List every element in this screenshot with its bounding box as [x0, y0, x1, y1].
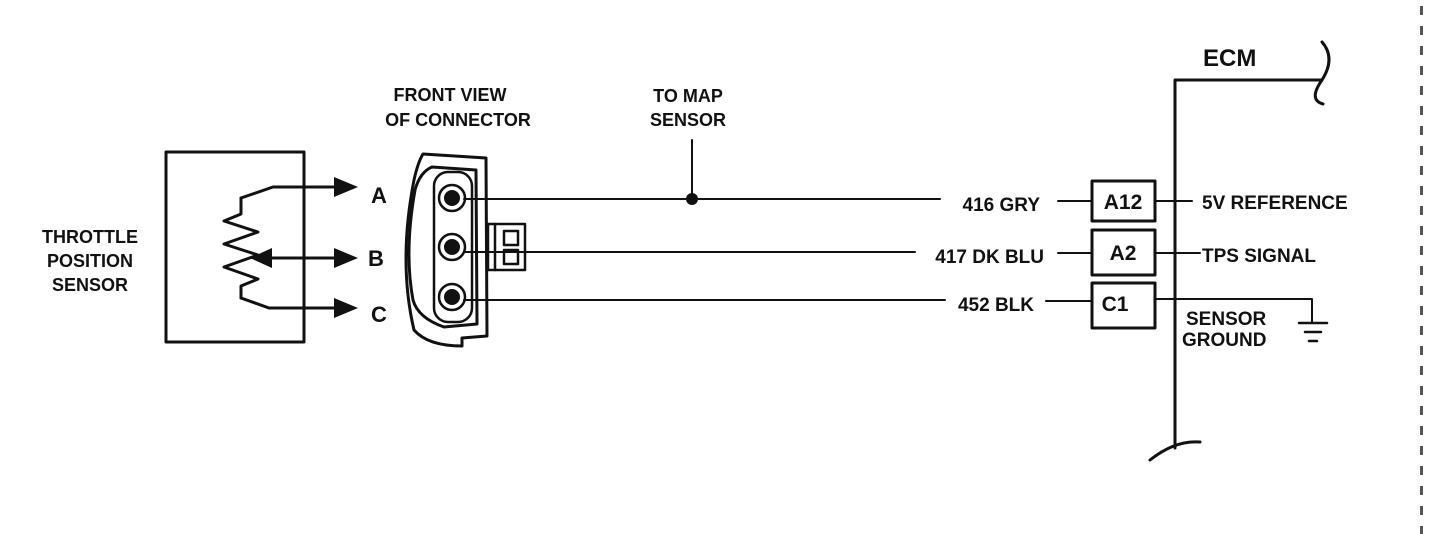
scan-edge-marks	[1420, 6, 1423, 534]
map-sensor-splice: TO MAP SENSOR	[650, 86, 726, 205]
ecm-tps-signal-label: TPS SIGNAL	[1202, 246, 1316, 267]
ecm-pin-a2-label: A2	[1110, 242, 1137, 265]
terminal-b-label: B	[368, 246, 384, 271]
scan-edge-dash	[1420, 66, 1423, 75]
connector-cavity-rim	[437, 282, 467, 312]
wire-416-circuit-label: 416 GRY	[963, 195, 1041, 216]
scan-edge-dash	[1420, 106, 1423, 115]
scan-edge-dash	[1420, 6, 1423, 15]
scan-edge-dash	[1420, 46, 1423, 55]
scan-edge-dash	[1420, 326, 1423, 335]
splice-label-line-1: TO MAP	[653, 86, 723, 106]
scan-edge-dash	[1420, 186, 1423, 195]
ecm-boundary	[1173, 78, 1324, 450]
sensor-lead-c	[239, 296, 338, 310]
arrow-a-icon	[334, 177, 358, 197]
connector-cavity-frame	[432, 170, 474, 324]
scan-edge-dash	[1420, 166, 1423, 175]
wiper-arrow-icon	[250, 248, 272, 268]
scan-edge-dash	[1420, 286, 1423, 295]
scan-edge-dash	[1420, 26, 1423, 35]
ecm-5v-reference-label: 5V REFERENCE	[1202, 193, 1348, 214]
terminal-c-label: C	[371, 302, 387, 327]
scan-edge-dash	[1420, 206, 1423, 215]
sensor-lead-a	[239, 185, 338, 200]
scan-edge-dash	[1420, 346, 1423, 355]
ecm-break-bottom-icon	[1148, 440, 1202, 462]
connector-label-line-1: FRONT VIEW	[394, 85, 507, 105]
scan-edge-dash	[1420, 306, 1423, 315]
scan-edge-dash	[1420, 406, 1423, 415]
splice-label-line-2: SENSOR	[650, 110, 726, 130]
scan-edge-dash	[1420, 86, 1423, 95]
scan-edge-dash	[1420, 426, 1423, 435]
scan-edge-dash	[1420, 226, 1423, 235]
arrow-b-icon	[334, 248, 358, 268]
scan-edge-dash	[1420, 146, 1423, 155]
scan-edge-dash	[1420, 506, 1423, 515]
ecm-break-top-icon	[1313, 40, 1331, 106]
ecm-sensor-ground-label-line-2: GROUND	[1182, 330, 1266, 351]
connector-label-line-2: OF CONNECTOR	[385, 110, 531, 130]
ecm-module: ECM A12 A2 C1 5V REFERENCE TPS SIGNAL SE…	[1090, 40, 1348, 462]
wire-417-circuit-label: 417 DK BLU	[935, 247, 1044, 268]
sensor-label-line-3: SENSOR	[52, 275, 128, 295]
scan-edge-dash	[1420, 366, 1423, 375]
sensor-label-line-1: THROTTLE	[42, 227, 138, 247]
scan-edge-dash	[1420, 246, 1423, 255]
scan-edge-dash	[1420, 386, 1423, 395]
terminal-a-label: A	[371, 183, 387, 208]
ecm-pin-c1-label: C1	[1102, 293, 1129, 316]
scan-edge-dash	[1420, 126, 1423, 135]
throttle-position-sensor: A B C THROTTLE POSITION SENSOR	[42, 150, 387, 344]
sensor-connector: FRONT VIEW OF CONNECTOR	[385, 85, 531, 348]
ecm-sensor-ground-label-line-1: SENSOR	[1186, 309, 1267, 330]
scan-edge-dash	[1420, 526, 1423, 534]
scan-edge-dash	[1420, 266, 1423, 275]
scan-edge-dash	[1420, 486, 1423, 495]
harness-wires: 416 GRY 417 DK BLU 452 BLK	[463, 195, 1093, 316]
sensor-body	[164, 150, 306, 344]
connector-lock-tab-icon	[486, 222, 527, 272]
sensor-label-line-2: POSITION	[47, 251, 133, 271]
ground-symbol-icon	[1297, 321, 1329, 343]
ecm-label: ECM	[1203, 45, 1256, 72]
wire-452-circuit-label: 452 BLK	[958, 295, 1034, 316]
ecm-pin-c1-box	[1090, 281, 1157, 330]
connector-outer-shell	[404, 152, 489, 348]
ecm-pin-a12-label: A12	[1104, 191, 1143, 214]
ecm-c1-ground-line	[1154, 298, 1313, 323]
connector-pin-a	[444, 190, 460, 206]
connector-pin-c	[444, 289, 460, 305]
connector-pin-b	[444, 239, 460, 255]
scan-edge-dash	[1420, 446, 1423, 455]
arrow-c-icon	[334, 298, 358, 318]
splice-dot-icon	[686, 193, 698, 205]
connector-cavity-rim	[437, 232, 467, 262]
scan-edge-dash	[1420, 466, 1423, 475]
sensor-resistor	[222, 196, 260, 300]
connector-inner-shell	[407, 165, 479, 329]
